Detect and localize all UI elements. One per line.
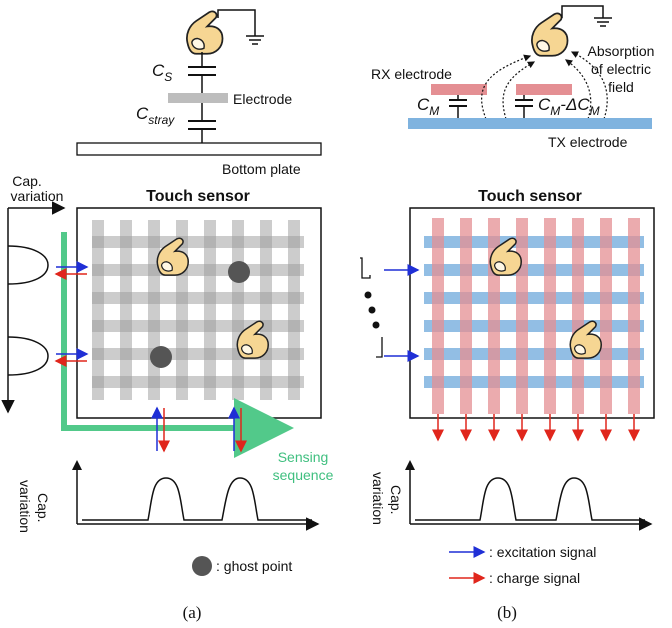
rx-electrode-bar [431,84,487,95]
ground-icon [561,5,612,27]
rx-column-electrode [572,218,584,414]
sensing-sequence-label: Sensing [278,449,329,465]
cap-variation-label-left-2: variation [11,188,64,204]
grid-row-electrode [92,376,304,388]
electrode-bar [168,93,228,103]
bottom-plate [76,142,322,156]
caption-b: (b) [497,603,517,622]
touch-sensor-title-a: Touch sensor [146,188,250,205]
cap-peak-row1 [7,245,49,285]
tx-row-electrode [424,376,644,388]
bottom-plate-label: Bottom plate [222,161,301,177]
capacitor-cm-delta [515,95,533,118]
cap-peak-row2 [7,336,49,376]
cm-label: CM [417,95,439,118]
caption-a: (a) [183,603,202,622]
tx-row-electrode [424,236,644,248]
tx-row-electrode [424,292,644,304]
panel-b: Absorption of electric field RX electrod… [360,5,655,622]
cs-label: CS [152,61,172,84]
absorption-label: Absorption [588,43,655,59]
grid-row-electrode [92,264,304,276]
tx-electrode-bar [408,118,652,129]
ghost-point-legend: : ghost point [216,558,292,574]
ghost-point-legend-icon [192,556,212,576]
cap-variation-label-left: Cap. [12,173,42,189]
rx-column-electrode [432,218,444,414]
capacitor-cs [188,52,216,93]
grid-row-electrode [92,236,304,248]
absorption-label-3: field [608,79,634,95]
cap-variation-label-bottom-b-2: variation [370,472,386,525]
absorption-label-2: of electric [591,61,651,77]
charge-arrows [432,414,640,442]
cap-curve-b [415,477,645,521]
cstray-label: Cstray [136,104,175,127]
rx-electrode-bar [516,84,572,95]
grid-row-electrode [92,292,304,304]
ghost-point [150,346,172,368]
cm-delta-label: CM-ΔCM [538,95,600,118]
electrode-label: Electrode [233,91,292,107]
grid-row-electrode [92,348,304,360]
touch-sensor-title-b: Touch sensor [478,188,582,205]
cap-curve-a [82,477,312,521]
excitation-legend: : excitation signal [489,544,596,560]
tx-electrode-label: TX electrode [548,134,628,150]
ground-icon [217,9,264,45]
rx-electrode-label: RX electrode [371,66,452,82]
pulse-icon [376,337,383,358]
capacitor-cstray [188,103,216,143]
cap-variation-label-bottom-a-2: variation [17,480,33,533]
cap-variation-label-bottom-a: Cap. [35,493,51,523]
grid-row-electrode [92,320,304,332]
tx-row-electrode [424,264,644,276]
finger-icon [186,10,224,55]
rx-column-electrode [628,218,640,414]
cap-variation-label-bottom-b: Cap. [388,485,404,515]
finger-icon [531,12,569,57]
pulse-icon [360,257,371,279]
capacitor-cm [449,95,467,118]
charge-legend: : charge signal [489,570,580,586]
panel-a: CS Electrode Cstray Bottom plate Cap. va… [1,9,334,622]
sensing-sequence-label-2: sequence [273,467,334,483]
rx-column-electrode [544,218,556,414]
rx-column-electrode [516,218,528,414]
rx-column-electrode [460,218,472,414]
ghost-point [228,261,250,283]
rx-column-electrode [600,218,612,414]
